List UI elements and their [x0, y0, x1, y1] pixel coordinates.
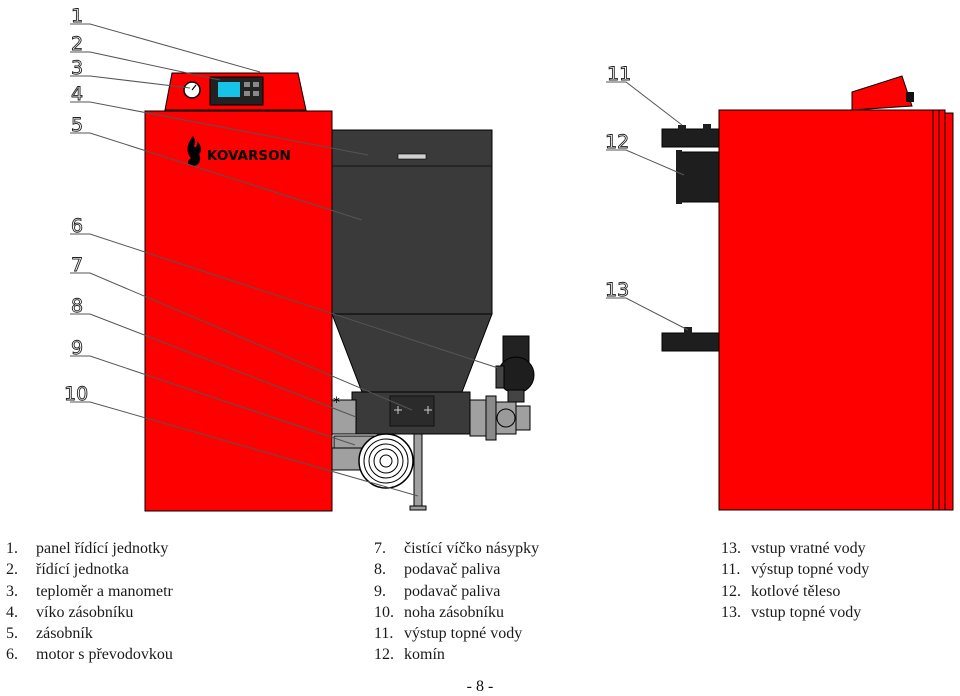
side-control-panel — [851, 75, 913, 111]
legend-item: 13. vstup topné vody — [721, 603, 862, 621]
legend-item: 13. vstup vratné vody — [721, 540, 866, 557]
callout-10: 10 — [64, 383, 88, 405]
legend-item: 11. výstup topné vody — [374, 625, 523, 643]
legend-item: 1. panel řídící jednotky — [6, 540, 169, 557]
hopper-lid-handle — [397, 153, 427, 160]
callout-8: 8 — [71, 295, 83, 317]
flame-logo-icon — [187, 136, 202, 166]
callout-9: 9 — [71, 337, 83, 359]
legend-item: 6. motor s převodovkou — [6, 646, 173, 664]
legend-item: 3. teploměr a manometr — [6, 582, 173, 600]
legend-item: 4. víko zásobníku — [6, 603, 134, 621]
callout-numbers: 1 2 3 4 5 6 7 8 9 10 11 12 13 — [64, 5, 632, 406]
legend-item: 8. podavač paliva — [374, 561, 501, 579]
callout-5: 5 — [71, 114, 83, 136]
motor-gearbox — [495, 335, 535, 403]
fuel-feeder: * — [331, 391, 531, 511]
legend-item: 10. noha zásobníku — [374, 603, 504, 621]
legend-item: 12. kotlové těleso — [721, 582, 841, 600]
legend-column-2: 7. čistící víčko násypky 8. podavač pali… — [374, 538, 539, 666]
hopper-leg — [413, 433, 423, 509]
callout-7: 7 — [71, 254, 83, 276]
callout-11: 11 — [607, 63, 631, 85]
logo-text: KOVARSON — [207, 148, 291, 164]
boiler-body — [144, 110, 333, 512]
legend-item: 2. řídící jednotka — [6, 561, 129, 579]
legend-column-3: 13. vstup vratné vody 11. výstup topné v… — [721, 538, 869, 623]
legend-item: 12. komín — [374, 646, 445, 664]
return-water-inlet — [661, 332, 720, 352]
legend-item: 5. zásobník — [6, 625, 93, 643]
legend-item: 11. výstup topné vody — [721, 561, 870, 579]
callout-13: 13 — [605, 279, 629, 301]
svg-text:*: * — [333, 395, 340, 411]
callout-4: 4 — [71, 83, 83, 105]
control-panel — [164, 72, 307, 111]
legend-column-1: 1. panel řídící jednotky 2. řídící jedno… — [6, 538, 173, 666]
fuel-hopper — [331, 129, 493, 393]
legend-item: 9. podavač paliva — [374, 582, 501, 600]
gauge-icon — [183, 81, 201, 99]
callout-6: 6 — [71, 215, 83, 237]
chimney — [679, 151, 720, 203]
leader-lines — [70, 23, 689, 497]
callout-12: 12 — [605, 131, 629, 153]
side-view — [661, 75, 954, 511]
auger-wheel — [358, 433, 414, 489]
hot-water-outlet — [661, 128, 720, 148]
page-number: - 8 - — [466, 678, 494, 695]
callout-2: 2 — [71, 33, 83, 55]
boiler-diagram: KOVARSON * — [64, 5, 954, 512]
callout-1: 1 — [71, 5, 83, 27]
boiler-shell — [718, 109, 934, 511]
brand-logo: KOVARSON — [187, 136, 291, 166]
lcd-display-icon — [209, 76, 264, 106]
legend-item: 7. čistící víčko násypky — [374, 540, 540, 557]
callout-3: 3 — [71, 57, 83, 79]
